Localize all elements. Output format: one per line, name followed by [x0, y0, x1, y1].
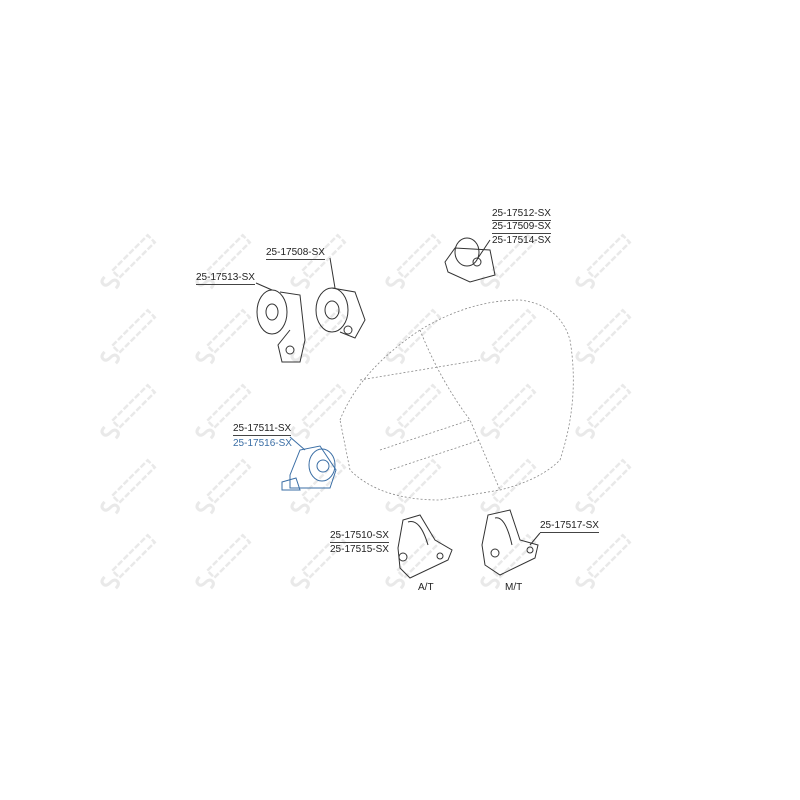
- watermark-logo: [195, 458, 252, 515]
- watermark-logo: [480, 533, 537, 590]
- mount-17517: [481, 509, 541, 576]
- watermark-logo: [100, 533, 157, 590]
- watermark-logo: [100, 458, 157, 515]
- watermark-logo: [290, 308, 347, 365]
- watermark-logo: [385, 458, 442, 515]
- mount-17512: [444, 237, 496, 283]
- watermark-logo: [290, 383, 347, 440]
- mount-17508: [315, 257, 366, 339]
- mount-17513: [255, 282, 306, 363]
- watermark-logo: [100, 308, 157, 365]
- label-25-17512-sx: 25-17512-SX: [492, 208, 551, 221]
- mount-17510: [397, 514, 453, 579]
- label-25-17508-sx: 25-17508-SX: [266, 247, 325, 260]
- label-25-17515-sx: 25-17515-SX: [330, 544, 389, 555]
- watermark-logo: [385, 383, 442, 440]
- watermark-logo: [195, 383, 252, 440]
- watermark-logo: [385, 233, 442, 290]
- label-25-17517-sx: 25-17517-SX: [540, 520, 599, 533]
- label-25-17509-sx: 25-17509-SX: [492, 221, 551, 234]
- watermark-logo: [480, 383, 537, 440]
- watermark-logo: [385, 533, 442, 590]
- label-25-17513-sx: 25-17513-SX: [196, 272, 255, 285]
- mount-17516: [281, 436, 337, 491]
- label-at: A/T: [418, 582, 434, 593]
- watermark-logo: [480, 458, 537, 515]
- watermark-logo: [575, 458, 632, 515]
- watermark-logo: [195, 308, 252, 365]
- watermark-logo: [195, 533, 252, 590]
- label-25-17514-sx: 25-17514-SX: [492, 235, 551, 246]
- watermark-logo: [195, 233, 252, 290]
- car-outline: [339, 299, 574, 501]
- label-25-17516-sx: 25-17516-SX: [233, 438, 292, 449]
- watermark-logo: [480, 233, 537, 290]
- watermark-logo: [290, 458, 347, 515]
- watermark-logo: [575, 383, 632, 440]
- watermark-logo: [575, 533, 632, 590]
- watermark-logo: [480, 308, 537, 365]
- watermark-logo: [100, 233, 157, 290]
- label-25-17511-sx: 25-17511-SX: [233, 423, 292, 436]
- label-25-17510-sx: 25-17510-SX: [330, 530, 389, 543]
- label-mt: M/T: [505, 582, 523, 593]
- watermark-logo: [575, 308, 632, 365]
- watermark-logo: [290, 533, 347, 590]
- watermark-logo: [290, 233, 347, 290]
- watermark-logo: [100, 383, 157, 440]
- watermark-logo: [575, 233, 632, 290]
